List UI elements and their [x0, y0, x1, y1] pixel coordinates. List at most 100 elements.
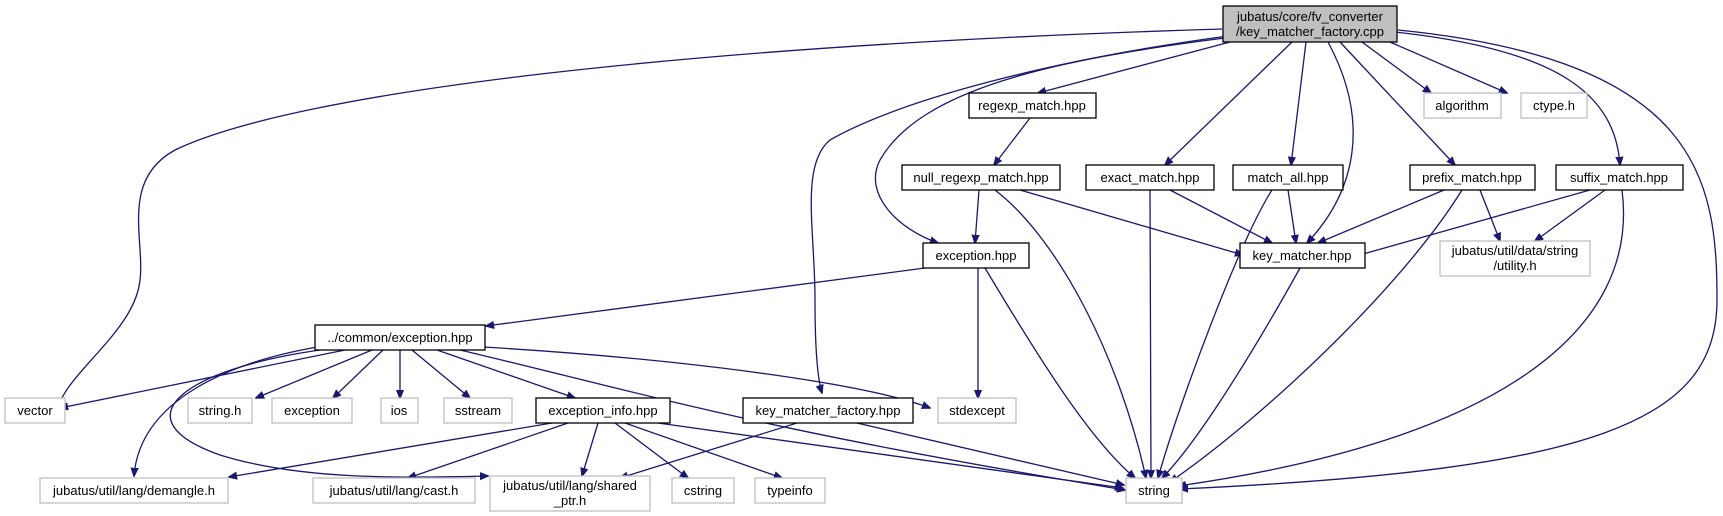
node-null-regexp-match[interactable]: null_regexp_match.hpp	[901, 164, 1061, 191]
node-label: key_matcher_factory.hpp	[756, 403, 901, 418]
edge-keymatcher-string	[1162, 267, 1301, 478]
edge-common-demangle	[134, 344, 331, 476]
edge-suffix-string	[1178, 189, 1625, 486]
node-label: cstring	[684, 483, 722, 498]
edge-info-cast	[408, 422, 569, 478]
edge-root-key-matcher-factory	[810, 35, 1229, 393]
node-line2: /utility.h	[1493, 258, 1536, 273]
node-ios[interactable]: ios	[380, 397, 419, 424]
edge-common-string-h	[256, 349, 373, 398]
node-label: jubatus/util/lang/cast.h	[329, 483, 459, 498]
edge-root-algorithm	[1361, 41, 1431, 93]
node-label: exception.hpp	[936, 248, 1017, 263]
edge-exchpp-string	[984, 267, 1135, 478]
node-label: suffix_match.hpp	[1570, 170, 1668, 185]
node-root-line1: jubatus/core/fv_converter	[1236, 9, 1384, 24]
node-label: ../common/exception.hpp	[327, 330, 472, 345]
edge-null-key-matcher	[1019, 189, 1243, 255]
node-typeinfo[interactable]: typeinfo	[754, 477, 826, 504]
node-exception[interactable]: exception	[271, 397, 353, 424]
edge-common-string	[459, 349, 1125, 490]
edge-suffix-utility	[1535, 189, 1606, 241]
node-algorithm[interactable]: algorithm	[1423, 92, 1502, 119]
edge-common-vector	[60, 349, 346, 408]
edge-matchall-key-matcher	[1287, 189, 1296, 243]
node-label: prefix_match.hpp	[1422, 170, 1522, 185]
edge-matchall-string	[1158, 189, 1273, 478]
node-regexp-match[interactable]: regexp_match.hpp	[968, 92, 1097, 119]
edge-root-ctype	[1389, 41, 1507, 93]
edge-root-match-all	[1291, 41, 1307, 165]
nodes: jubatus/core/fv_converter /key_matcher_f…	[4, 5, 1684, 512]
edge-info-typeinfo	[624, 422, 782, 478]
node-exception-hpp[interactable]: exception.hpp	[922, 242, 1030, 269]
node-exact-match[interactable]: exact_match.hpp	[1085, 164, 1215, 191]
node-label: ctype.h	[1533, 98, 1575, 113]
node-label: exception_info.hpp	[548, 403, 657, 418]
node-label: algorithm	[1435, 98, 1488, 113]
edge-root-prefix	[1339, 41, 1455, 165]
edge-exact-key-matcher	[1169, 189, 1272, 243]
edge-root-exact	[1165, 41, 1293, 165]
node-label: exception	[284, 403, 340, 418]
edge-common-exception	[333, 349, 384, 398]
node-exception-info[interactable]: exception_info.hpp	[535, 397, 671, 424]
node-label: vector	[17, 403, 53, 418]
node-key-matcher-factory[interactable]: key_matcher_factory.hpp	[742, 397, 914, 424]
node-string-utility[interactable]: jubatus/util/data/string /utility.h	[1439, 240, 1591, 277]
node-label: string	[1138, 483, 1170, 498]
node-label: exact_match.hpp	[1100, 170, 1199, 185]
edge-info-string	[657, 422, 1123, 488]
edge-factory-string	[856, 422, 1124, 485]
edge-root-exception-hpp	[874, 37, 1226, 243]
node-line1: jubatus/util/lang/shared	[502, 478, 637, 493]
node-string-h[interactable]: string.h	[187, 397, 253, 424]
node-label: stdexcept	[949, 403, 1005, 418]
node-stdexcept[interactable]: stdexcept	[937, 397, 1017, 424]
node-common-exception[interactable]: ../common/exception.hpp	[314, 324, 486, 351]
edge-null-exception-hpp	[975, 189, 979, 243]
edge-root-regexp	[1038, 41, 1231, 93]
node-demangle[interactable]: jubatus/util/lang/demangle.h	[39, 477, 229, 504]
node-string[interactable]: string	[1125, 477, 1183, 504]
edge-root-suffix	[1394, 31, 1620, 165]
edge-root-string	[1180, 29, 1718, 489]
node-prefix-match[interactable]: prefix_match.hpp	[1409, 164, 1536, 191]
edge-root-key-matcher	[1307, 41, 1354, 243]
node-line1: jubatus/util/data/string	[1451, 243, 1578, 258]
node-sstream[interactable]: sstream	[443, 397, 513, 424]
edge-suffix-key-matcher	[1356, 189, 1591, 256]
node-match-all[interactable]: match_all.hpp	[1232, 164, 1344, 191]
node-label: ios	[391, 403, 408, 418]
node-key-matcher[interactable]: key_matcher.hpp	[1239, 242, 1366, 269]
node-suffix-match[interactable]: suffix_match.hpp	[1555, 164, 1684, 191]
node-label: typeinfo	[767, 483, 813, 498]
node-label: regexp_match.hpp	[978, 98, 1086, 113]
node-label: jubatus/util/lang/demangle.h	[52, 483, 215, 498]
edge-prefix-key-matcher	[1318, 189, 1445, 243]
node-cstring[interactable]: cstring	[671, 477, 735, 504]
node-label: key_matcher.hpp	[1252, 248, 1351, 263]
node-root-line2: /key_matcher_factory.cpp	[1236, 24, 1384, 39]
node-label: string.h	[199, 403, 242, 418]
node-label: match_all.hpp	[1248, 170, 1329, 185]
edge-info-cstring	[614, 422, 688, 478]
edge-regexp-null	[994, 117, 1031, 165]
edge-prefix-string	[1170, 189, 1463, 482]
edge-info-shared	[582, 422, 599, 476]
edge-info-demangle	[229, 422, 553, 477]
edge-root-vector	[58, 28, 1223, 407]
node-line2: _ptr.h	[553, 493, 587, 508]
node-root-file[interactable]: jubatus/core/fv_converter /key_matcher_f…	[1222, 5, 1398, 43]
edge-common-exception-info	[436, 349, 575, 398]
node-shared-ptr[interactable]: jubatus/util/lang/shared _ptr.h	[489, 475, 651, 512]
edge-exact-string	[1150, 189, 1151, 478]
node-vector[interactable]: vector	[4, 397, 66, 424]
edge-exchpp-common	[486, 267, 926, 326]
edge-factory-shared	[620, 422, 798, 478]
node-label: null_regexp_match.hpp	[913, 170, 1048, 185]
node-ctype[interactable]: ctype.h	[1520, 92, 1588, 119]
node-cast[interactable]: jubatus/util/lang/cast.h	[312, 477, 476, 504]
edge-prefix-utility	[1479, 189, 1500, 241]
